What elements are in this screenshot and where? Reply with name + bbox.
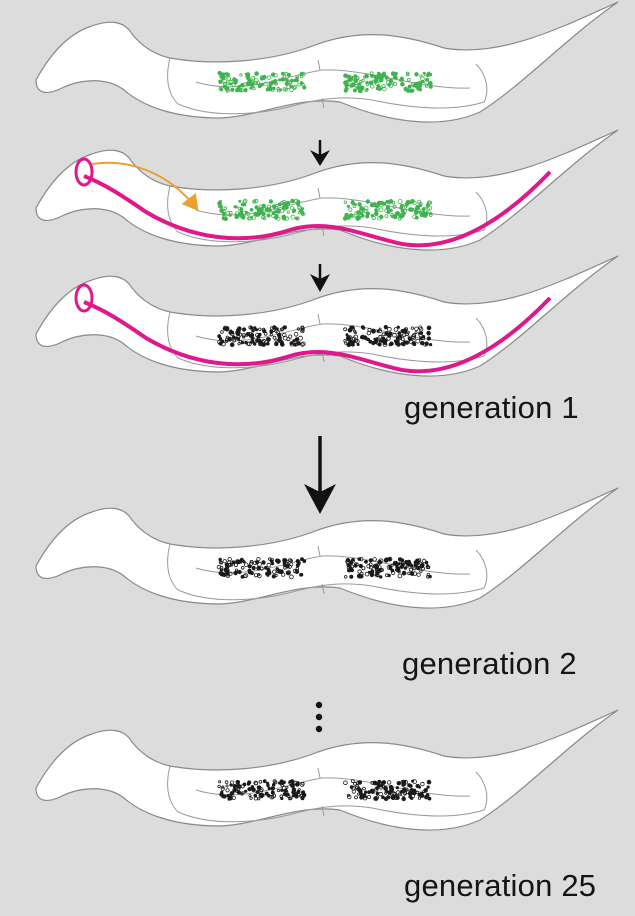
germline-cluster	[343, 325, 433, 348]
worm-inner-outline	[167, 543, 488, 601]
worm-injected	[35, 129, 619, 251]
germline-cluster	[343, 779, 432, 802]
arrow-2	[310, 264, 330, 292]
rna-loop	[74, 157, 94, 187]
germline-cluster	[344, 556, 432, 579]
label-generation-1: generation 1	[404, 390, 579, 425]
germline-cluster	[342, 199, 433, 221]
germline-cluster	[216, 557, 307, 580]
injected-rna-strand	[83, 296, 552, 374]
worm-inner-outline	[317, 545, 325, 595]
worm-inner-outline	[317, 59, 325, 109]
germline-cluster	[343, 71, 433, 94]
arrow-3	[304, 436, 336, 514]
label-generation-2: generation 2	[402, 646, 577, 681]
worm-generation-2	[35, 487, 619, 609]
worm-parent	[35, 1, 619, 123]
worm-inner-outline	[195, 777, 471, 797]
rna-loop	[74, 283, 94, 313]
worm-body	[35, 487, 619, 609]
injection-arrow	[91, 161, 199, 212]
arrow-1	[310, 140, 330, 166]
worm-generation-25	[35, 709, 619, 831]
label-generation-25: generation 25	[404, 868, 597, 903]
injected-rna-strand	[83, 170, 552, 248]
worm-generation-1	[35, 255, 619, 377]
germline-cluster	[217, 779, 307, 801]
worm-inner-outline	[167, 57, 488, 115]
worm-inner-outline	[317, 767, 325, 817]
worm-body	[35, 1, 619, 123]
germline-cluster	[217, 198, 306, 221]
vertical-ellipsis-icon	[315, 701, 323, 733]
germline-cluster	[217, 325, 306, 347]
worm-body	[35, 255, 619, 377]
germline-cluster	[217, 70, 307, 93]
worm-body	[35, 709, 619, 831]
worm-inner-outline	[167, 765, 488, 823]
worm-body	[35, 129, 619, 251]
